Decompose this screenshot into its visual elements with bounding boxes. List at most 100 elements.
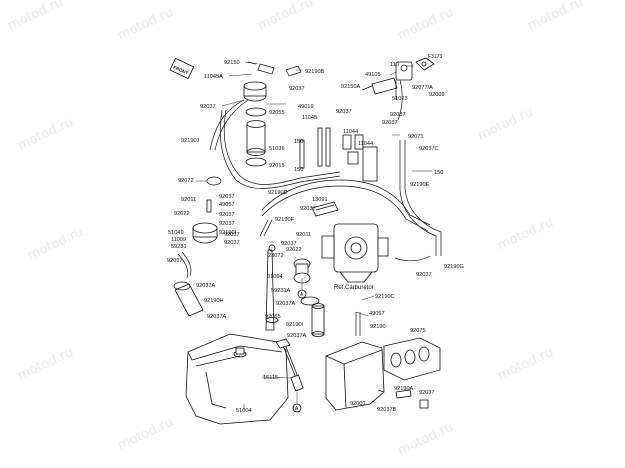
part-label: 92001 xyxy=(350,401,366,407)
part-label: 92037 xyxy=(336,109,352,115)
part-label: 110 xyxy=(390,62,399,68)
part-label: 92037A xyxy=(276,301,296,307)
part-label: 49105 xyxy=(365,72,381,78)
watermark: motod.ru xyxy=(395,420,455,459)
bracket-11045 xyxy=(299,127,331,169)
watermark: motod.ru xyxy=(495,345,555,384)
fuel-filter-assembly xyxy=(209,61,302,167)
part-label: 59231 xyxy=(171,244,187,250)
part-label: 92190I xyxy=(286,322,304,328)
part-labels: 92150 11045A 92190B 92037 49019 92037 92… xyxy=(167,60,464,414)
part-label: 92150 xyxy=(224,60,240,66)
marker-a-bottom: A xyxy=(292,392,302,413)
plate-92075 xyxy=(383,337,441,381)
part-label: 31064 xyxy=(267,274,283,280)
part-label: 11044 xyxy=(358,141,373,147)
part-label: 16115 xyxy=(263,375,278,381)
watermark: motod.ru xyxy=(5,0,65,34)
part-label: 11045A xyxy=(204,74,223,80)
hose-92190H xyxy=(173,281,204,317)
part-label: 150 xyxy=(434,170,443,176)
part-label: 92037 xyxy=(219,194,235,200)
part-label: 92072 xyxy=(178,178,194,184)
part-label: 92057 xyxy=(167,258,183,264)
watermark: motod.ru xyxy=(115,415,175,454)
part-label: 92037 xyxy=(281,241,297,247)
part-label: 92075 xyxy=(410,328,426,334)
part-label: 92037A xyxy=(207,314,227,320)
part-label: 51023 xyxy=(392,96,408,102)
part-label: 92065 xyxy=(265,314,281,320)
part-label: 23072 xyxy=(268,253,284,259)
part-label: 92037A xyxy=(287,333,307,339)
reference-label: Ref.Carburetor xyxy=(334,285,374,291)
part-label: 92015 xyxy=(269,163,285,169)
part-label: 13091 xyxy=(312,197,328,203)
part-label: 92190F xyxy=(275,217,295,223)
part-label: 11044 xyxy=(343,129,358,135)
hose-92190I xyxy=(300,296,325,337)
fuel-gauge-sender xyxy=(275,338,304,392)
watermark: motod.ru xyxy=(475,105,535,144)
part-label: 92190A xyxy=(394,386,414,392)
part-label: 92037C xyxy=(419,146,439,152)
part-label: 150 xyxy=(294,167,303,173)
part-label: 92009 xyxy=(429,92,445,98)
watermark: motod.ru xyxy=(395,5,455,44)
bracket-11044 xyxy=(342,134,378,182)
part-label: 92190G xyxy=(444,264,464,270)
part-label: 150 xyxy=(294,139,303,145)
part-label: 92037 xyxy=(200,104,216,110)
part-label: 92037 xyxy=(224,240,240,246)
part-label: 92037 xyxy=(289,86,305,92)
part-label: 92190J xyxy=(181,138,200,144)
part-label: 92037 xyxy=(390,112,406,118)
small-hoses-bottom xyxy=(377,389,429,409)
part-label: 51004 xyxy=(236,408,252,414)
part-label: 92037 xyxy=(416,272,432,278)
canister-tank xyxy=(325,312,385,411)
part-label: 59231A xyxy=(271,288,291,294)
marker-letter: A xyxy=(300,292,304,298)
fuel-tank xyxy=(185,333,289,425)
marker-letter: A xyxy=(295,406,299,412)
figure-code: F3173 xyxy=(428,54,442,60)
part-label: 92011 xyxy=(296,232,311,238)
part-label: 92022 xyxy=(286,247,302,253)
part-label: 92190 xyxy=(370,324,386,330)
part-label: 92190D xyxy=(268,190,288,196)
part-label: 92190B xyxy=(305,69,325,75)
part-label: 92071 xyxy=(408,134,424,140)
part-label: 49057 xyxy=(369,311,385,317)
fuel-valve-assembly xyxy=(361,57,435,121)
fuel-pump-assembly xyxy=(177,199,218,279)
part-label: 92011 xyxy=(181,197,196,203)
front-arrow-icon: FRONT xyxy=(169,57,195,80)
part-label: 11045 xyxy=(302,115,317,121)
plate-13091 xyxy=(311,201,339,217)
part-label: 92055 xyxy=(269,110,285,116)
watermark: motod.ru xyxy=(255,0,315,34)
front-badge: FRONT xyxy=(173,65,189,76)
part-label: 11009 xyxy=(171,237,186,243)
marker-a-top: A xyxy=(297,278,307,299)
part-label: 92190H xyxy=(204,298,224,304)
part-label: 92190E xyxy=(410,182,430,188)
watermark: motod.ru xyxy=(15,345,75,384)
watermark: motod.ru xyxy=(525,0,585,34)
part-label: 92037 xyxy=(382,120,398,126)
part-label: 92077/A xyxy=(412,85,433,91)
watermark: motod.ru xyxy=(15,115,75,154)
fuel-hoses xyxy=(219,109,442,262)
part-label: 92037A xyxy=(196,283,216,289)
part-label: 92037B xyxy=(377,407,397,413)
clamp-92072 xyxy=(206,176,222,186)
part-label: 49019 xyxy=(298,104,314,110)
watermark: motod.ru xyxy=(495,215,555,254)
part-label: 92037 xyxy=(219,212,235,218)
watermark: motod.ru xyxy=(115,5,175,44)
leader-lines xyxy=(196,61,432,410)
part-label: 92190C xyxy=(375,294,395,300)
carburetor xyxy=(321,223,389,283)
